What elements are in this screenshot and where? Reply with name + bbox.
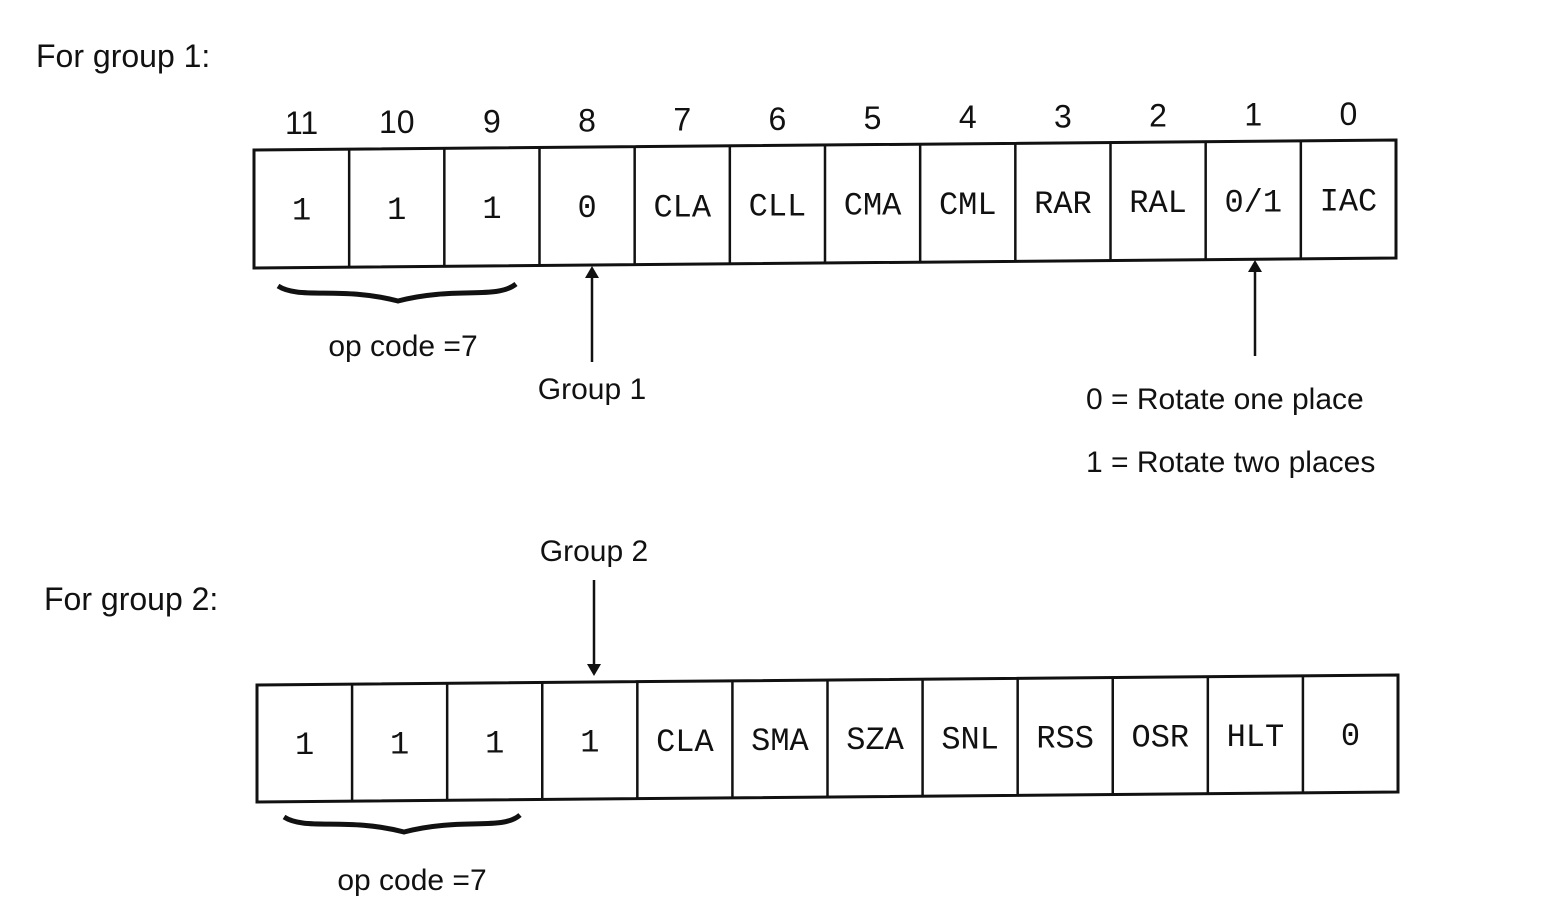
group1-cell-4: CML bbox=[939, 187, 997, 224]
group1-cell-7: CLA bbox=[653, 189, 711, 226]
group2-cell-0: 0 bbox=[1341, 718, 1360, 755]
group2-opcode-label: op code =7 bbox=[337, 864, 486, 897]
bit-number-11: 11 bbox=[285, 105, 318, 141]
bit-number-3: 3 bbox=[1054, 98, 1072, 134]
group2-heading: For group 2: bbox=[44, 581, 218, 617]
group2-cell-7: CLA bbox=[656, 724, 714, 761]
group1-opcode-label: op code =7 bbox=[328, 330, 477, 363]
bit-number-7: 7 bbox=[673, 102, 691, 138]
group2-cell-3: RSS bbox=[1036, 720, 1094, 757]
group2-cell-4: SNL bbox=[941, 721, 999, 758]
group2-group-label: Group 2 bbox=[540, 535, 648, 568]
group2-opcode-brace bbox=[282, 812, 522, 835]
group2-cell-1: HLT bbox=[1227, 719, 1285, 756]
bit-number-2: 2 bbox=[1149, 98, 1167, 134]
bit-number-4: 4 bbox=[959, 99, 977, 135]
group1-cell-10: 1 bbox=[387, 192, 406, 229]
group2-cell-2: OSR bbox=[1131, 720, 1189, 757]
group1-cell-1: 0/1 bbox=[1224, 184, 1282, 221]
group1-heading: For group 1: bbox=[36, 38, 210, 74]
group2-cell-5: SZA bbox=[846, 722, 904, 759]
group1-cell-11: 1 bbox=[292, 193, 311, 230]
group1-cell-5: CMA bbox=[844, 188, 902, 225]
group2-register: 1 1 1 1 CLA SMA SZA SNL RSS OSR HLT 0 bbox=[255, 673, 1400, 804]
bit-number-10: 10 bbox=[379, 104, 415, 140]
bit-number-5: 5 bbox=[864, 100, 882, 136]
group2-cell-11: 1 bbox=[295, 727, 314, 764]
group1-cell-2: RAL bbox=[1129, 185, 1187, 222]
group1-cell-0: IAC bbox=[1320, 183, 1378, 220]
group1-opcode-brace bbox=[276, 281, 518, 304]
group1-cell-9: 1 bbox=[482, 191, 501, 228]
group1-cell-8: 0 bbox=[577, 190, 596, 227]
bit-number-1: 1 bbox=[1244, 97, 1262, 133]
bit-number-8: 8 bbox=[578, 103, 596, 139]
group2-cell-6: SMA bbox=[751, 723, 809, 760]
bit-number-0: 0 bbox=[1340, 96, 1358, 132]
group1-group-label: Group 1 bbox=[538, 373, 646, 406]
group2-cell-10: 1 bbox=[390, 726, 409, 763]
rotate-note-0: 0 = Rotate one place bbox=[1086, 383, 1364, 416]
group1-cell-6: CLL bbox=[749, 188, 807, 225]
group1-cell-3: RAR bbox=[1034, 186, 1092, 223]
bit-number-6: 6 bbox=[769, 101, 787, 137]
group2-cell-8: 1 bbox=[580, 725, 599, 762]
group2-cell-9: 1 bbox=[485, 725, 504, 762]
bit-number-9: 9 bbox=[483, 103, 501, 139]
rotate-note-1: 1 = Rotate two places bbox=[1086, 446, 1375, 479]
group1-register: 1 1 1 0 CLA CLL CMA CML RAR RAL 0/1 IAC bbox=[252, 138, 1398, 270]
